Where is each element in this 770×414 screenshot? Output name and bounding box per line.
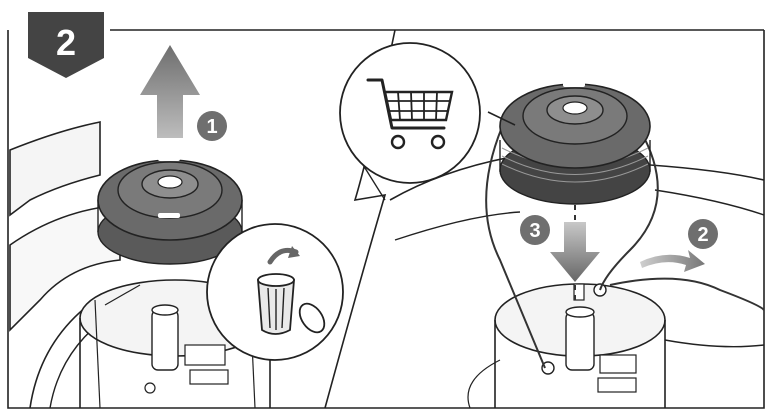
callout-3: 3	[520, 215, 550, 245]
spool-right	[499, 82, 651, 205]
step-number: 2	[56, 22, 76, 63]
frame	[7, 29, 765, 409]
shopping-cart-icon	[366, 78, 454, 150]
discard-magnifier	[206, 223, 344, 361]
callout-1: 1	[197, 111, 227, 141]
callout-2-label: 2	[697, 224, 708, 246]
left-scene: 1	[9, 45, 344, 409]
purchase-magnifier	[339, 42, 516, 184]
lift-up-arrow	[140, 45, 200, 138]
callout-2: 2	[688, 219, 718, 249]
pull-line-arrow	[640, 250, 705, 272]
trimmer-hub-right	[467, 283, 765, 409]
step-badge: 2	[28, 12, 104, 78]
trimmer-hub-left	[79, 279, 271, 409]
cutting-line	[485, 119, 546, 369]
trash-bin-icon	[257, 246, 326, 335]
callout-1-label: 1	[206, 116, 217, 138]
spool-left	[97, 156, 243, 265]
right-scene: 3 2	[339, 42, 765, 409]
insert-down-arrow	[550, 222, 600, 282]
callout-3-label: 3	[529, 220, 540, 242]
